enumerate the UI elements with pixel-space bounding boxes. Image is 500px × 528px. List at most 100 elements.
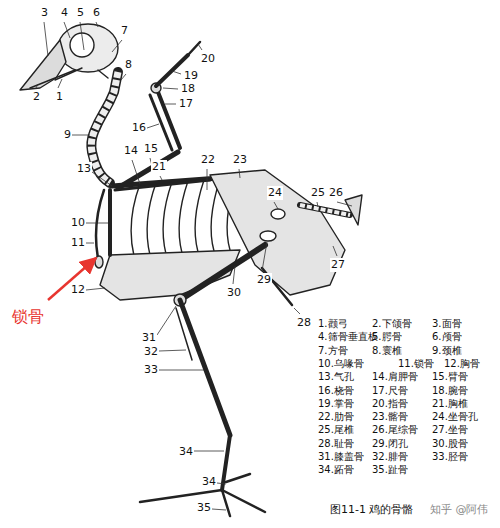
key-entry: 4.筛骨垂直板 <box>318 331 378 343</box>
callout-number: 28 <box>296 316 312 330</box>
leader-line <box>159 350 186 351</box>
key-entry: 6.颅骨 <box>432 331 462 343</box>
leader-line <box>217 483 226 484</box>
leader-line <box>317 202 318 207</box>
callout-number: 10 <box>70 216 86 230</box>
pelvis <box>210 170 345 295</box>
leader-line <box>294 308 300 314</box>
key-entry: 12.胸骨 <box>444 358 480 370</box>
pygostyle <box>345 195 362 225</box>
leader-line <box>157 306 176 335</box>
key-entry: 17.尺骨 <box>372 385 408 397</box>
key-entry: 20.指骨 <box>372 398 408 410</box>
key-entry: 24.坐骨孔 <box>432 411 478 423</box>
part-label: 锁骨 <box>12 308 44 326</box>
leader-line <box>44 22 48 56</box>
callout-number: 34 <box>201 475 217 489</box>
callout-number: 2 <box>32 90 41 104</box>
key-entry: 28.耻骨 <box>318 438 354 450</box>
leader-line <box>80 22 84 50</box>
leader-line <box>36 84 38 88</box>
key-entry: 8.寰椎 <box>372 345 402 357</box>
key-entry: 14.肩胛骨 <box>372 371 418 383</box>
leader-line <box>64 22 70 38</box>
callout-number: 5 <box>76 6 85 20</box>
clavicle <box>95 256 103 268</box>
rib <box>147 183 156 255</box>
callout-number: 9 <box>63 128 72 142</box>
callout-number: 11 <box>70 236 86 250</box>
callout-number: 15 <box>143 142 159 156</box>
callout-number: 12 <box>70 283 86 297</box>
callout-number: 31 <box>141 331 157 345</box>
leader-line <box>274 202 278 209</box>
leader-line <box>159 370 204 371</box>
rib <box>131 184 140 256</box>
key-entry: 13.气孔 <box>318 371 354 383</box>
leader-line <box>121 74 126 80</box>
callout-number: 3 <box>40 6 49 20</box>
callout-number: 1 <box>55 90 64 104</box>
pointer-arrow <box>48 258 96 300</box>
callout-number: 24 <box>267 186 283 200</box>
toe <box>226 474 250 482</box>
key-entry: 25.尾椎 <box>318 424 354 436</box>
leader-line <box>58 79 62 88</box>
key-entry: 15.臂骨 <box>432 371 468 383</box>
key-entry: 16.桡骨 <box>318 385 354 397</box>
leader-line <box>233 266 235 284</box>
femur <box>180 245 265 300</box>
callout-number: 27 <box>330 258 346 272</box>
neck-vertebrae <box>91 72 118 183</box>
fibula <box>176 308 192 360</box>
leader-line <box>86 288 105 290</box>
leader-line <box>72 135 90 136</box>
rib <box>195 180 204 252</box>
key-entry: 21.胸椎 <box>432 398 468 410</box>
callout-number: 33 <box>143 363 159 377</box>
callout-number: 34 <box>178 445 194 459</box>
callout-number: 16 <box>131 121 147 135</box>
clavicle <box>96 190 104 258</box>
callout-number: 7 <box>120 24 129 38</box>
leader-line <box>132 160 140 184</box>
key-entry: 3.面骨 <box>432 318 462 330</box>
key-entry: 34.跖骨 <box>318 464 354 476</box>
leader-line <box>160 176 162 180</box>
toe <box>222 490 230 516</box>
leader-line <box>112 40 122 52</box>
neck-vertebrae <box>91 72 118 183</box>
tibia <box>180 300 230 435</box>
key-entry: 29.闭孔 <box>372 438 408 450</box>
callout-number: 23 <box>232 153 248 167</box>
quadrate <box>98 70 108 78</box>
key-entry: 26.尾综骨 <box>372 424 418 436</box>
callout-number: 17 <box>178 97 194 111</box>
leader-line <box>96 22 98 27</box>
callout-number: 19 <box>183 69 199 83</box>
callout-number: 32 <box>143 345 159 359</box>
leader-line <box>333 246 337 256</box>
callout-number: 26 <box>328 186 344 200</box>
leader-line <box>92 172 112 186</box>
key-entry: 22.肋骨 <box>318 411 354 423</box>
callout-number: 4 <box>60 6 69 20</box>
key-entry: 9.颈椎 <box>432 345 462 357</box>
leader-line <box>165 104 176 105</box>
key-entry: 1.颧弓 <box>318 318 348 330</box>
key-entry: 19.掌骨 <box>318 398 354 410</box>
coracoid <box>108 190 112 255</box>
callout-number: 8 <box>124 58 133 72</box>
callout-number: 20 <box>200 52 216 66</box>
watermark: 知乎 @阿伟 <box>430 503 489 517</box>
key-entry: 5.腭骨 <box>372 331 402 343</box>
tail-vertebrae <box>300 205 350 215</box>
leader-line <box>262 242 267 271</box>
leader-line <box>212 509 226 510</box>
callout-number: 35 <box>196 501 212 515</box>
callout-number: 29 <box>256 273 272 287</box>
callout-number: 30 <box>226 286 242 300</box>
leader-lines <box>36 22 352 510</box>
